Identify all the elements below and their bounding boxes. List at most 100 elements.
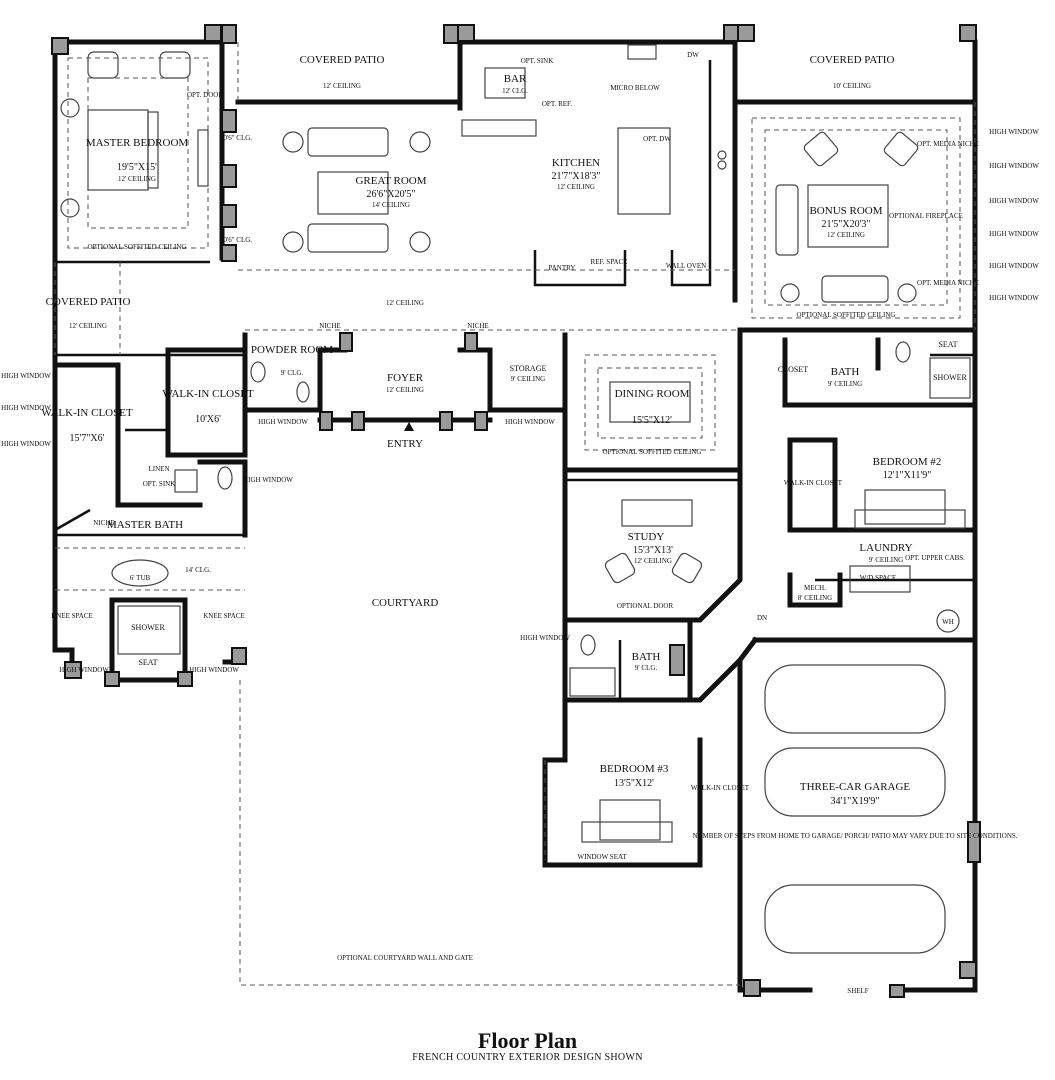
clg-1006-a: 10'6" CLG. [220, 134, 252, 142]
garage-dims: 34'1"X19'9" [831, 796, 880, 807]
storage-ceiling: 9' CEILING [511, 375, 546, 383]
opt-sink-master-bath: OPT. SINK [143, 480, 176, 488]
kitchen-dims: 21'7"X18'3" [552, 171, 601, 182]
shower-right-name: SHOWER [933, 373, 967, 382]
master-bedroom-name: MASTER BEDROOM [86, 137, 189, 149]
niche-master-bath: NICHE [93, 519, 114, 527]
plan-subtitle: FRENCH COUNTRY EXTERIOR DESIGN SHOWN [412, 1052, 643, 1063]
courtyard-wall-note: OPTIONAL COURTYARD WALL AND GATE [337, 954, 473, 962]
walkin-closet-b3-name: WALK-IN CLOSET [691, 784, 750, 792]
bonus-room-dims: 21'5"X20'3" [822, 219, 871, 230]
seat-name: SEAT [138, 658, 157, 667]
linen-note: LINEN [149, 465, 170, 473]
plan-title: Floor Plan [477, 1028, 578, 1053]
bonus-room-ceiling: 12' CEILING [827, 231, 865, 239]
high-window-powder: HIGH WINDOW [258, 418, 308, 426]
laundry-ceiling: 9' CEILING [869, 556, 904, 564]
opt-ref-note: OPT. REF. [542, 100, 572, 108]
mech-name: MECH. [804, 584, 826, 592]
opt-media-niche-bottom: OPT. MEDIA NICHE [917, 279, 979, 287]
garage-shelf: SHELF [847, 987, 869, 995]
garage-dn: DN [757, 614, 767, 622]
bonus-room-soffit: OPTIONAL SOFFITED CEILING [797, 311, 896, 319]
opt-door-note: OPT. DOOR [187, 91, 223, 99]
covered-patio-top-name: COVERED PATIO [300, 54, 385, 66]
garage-wh: WH [942, 618, 954, 626]
clg-1006-b: 10'6" CLG. [220, 236, 252, 244]
study-name: STUDY [628, 531, 665, 543]
optional-fireplace-note: OPTIONAL FIREPLACE [889, 212, 963, 220]
niche-left: NICHE [319, 322, 340, 330]
piers [51, 24, 981, 998]
master-bath-ceiling: 14' CLG. [185, 566, 211, 574]
fixtures [60, 44, 971, 954]
high-window-left-3: HIGH WINDOW [1, 440, 51, 448]
high-window-right-1: HIGH WINDOW [989, 128, 1039, 136]
high-window-left-1: HIGH WINDOW [1, 372, 51, 380]
master-bedroom-ceiling: 12' CEILING [118, 175, 156, 183]
ref-space-note: REF. SPACE [591, 258, 628, 266]
high-window-left-2: HIGH WINDOW [1, 404, 51, 412]
cars [764, 664, 946, 954]
dashed-lines [54, 42, 976, 986]
entry-label: ENTRY [387, 438, 423, 450]
bar-name: BAR [504, 73, 527, 85]
bath-center-name: BATH [632, 651, 661, 663]
high-window-bath: HIGH WINDOW [520, 634, 570, 642]
great-room-ceiling: 14' CEILING [372, 201, 410, 209]
study-dims: 15'3"X13' [633, 545, 673, 556]
great-room-dims: 26'6"X20'5" [367, 189, 416, 200]
walkin-closet-center-name: WALK-IN CLOSET [162, 388, 254, 400]
bedroom3-dims: 13'5"X12' [614, 778, 654, 789]
opt-dw-note: OPT. DW [643, 135, 671, 143]
room-labels: COVERED PATIO 12' CEILING COVERED PATIO … [1, 51, 1039, 995]
closet-right-name: CLOSET [778, 365, 808, 374]
dw-note: DW [687, 51, 699, 59]
bath-right-ceiling: 9' CEILING [828, 380, 863, 388]
micro-below-note: MICRO BELOW [610, 84, 660, 92]
bedroom2-dims: 12'1"X11'9" [883, 470, 932, 481]
covered-patio-right-name: COVERED PATIO [810, 54, 895, 66]
niche-right: NICHE [467, 322, 488, 330]
bar-ceiling: 12' CLG. [502, 87, 528, 95]
shower-name: SHOWER [131, 623, 165, 632]
wall-oven-note: WALL OVEN [666, 262, 706, 270]
garage-name: THREE-CAR GARAGE [800, 781, 911, 793]
knee-space-right: KNEE SPACE [203, 612, 245, 620]
foyer-ceiling: 12' CEILING [386, 386, 424, 394]
high-window-right-4: HIGH WINDOW [989, 230, 1039, 238]
bedroom3-window-seat: WINDOW SEAT [577, 853, 627, 861]
covered-patio-left-name: COVERED PATIO [46, 296, 131, 308]
walkin-closet-center-dims: 10'X6' [195, 414, 221, 425]
dining-room-soffit: OPTIONAL SOFFITED CEILING [603, 448, 702, 456]
covered-patio-top-ceiling: 12' CEILING [323, 82, 361, 90]
high-window-right-3: HIGH WINDOW [989, 197, 1039, 205]
master-bedroom-dims: 19'5"X15' [117, 162, 157, 173]
walkin-closet-left-name: WALK-IN CLOSET [41, 407, 133, 419]
study-ceiling: 12' CEILING [634, 557, 672, 565]
high-window-bottom-left: HIGH WINDOW [59, 666, 109, 674]
great-room-name: GREAT ROOM [355, 175, 426, 187]
knee-space-left: KNEE SPACE [51, 612, 93, 620]
foyer-name: FOYER [387, 372, 424, 384]
seat-right-name: SEAT [938, 340, 957, 349]
dining-room-dims: 15'5"X12' [632, 415, 672, 426]
opt-media-niche-top: OPT. MEDIA NICHE [917, 140, 979, 148]
dining-room-name: DINING ROOM [615, 388, 690, 400]
high-window-master-bath: HIGH WINDOW [243, 476, 293, 484]
walkin-closet-left-dims: 15'7"X6' [70, 433, 105, 444]
corridor-ceiling: 12' CEILING [386, 299, 424, 307]
walkin-closet-b2-name: WALK-IN CLOSET [784, 479, 843, 487]
high-window-right-2: HIGH WINDOW [989, 162, 1039, 170]
bonus-room-name: BONUS ROOM [809, 205, 882, 217]
master-bath-tub: 6' TUB [130, 574, 151, 582]
bath-right-name: BATH [831, 366, 860, 378]
bath-center-ceiling: 9' CLG. [635, 664, 658, 672]
high-window-right-5: HIGH WINDOW [989, 262, 1039, 270]
opt-sink-note: OPT. SINK [521, 57, 554, 65]
powder-room-name: POWDER ROOM [251, 344, 333, 356]
covered-patio-right-ceiling: 10' CEILING [833, 82, 871, 90]
study-door: OPTIONAL DOOR [617, 602, 674, 610]
storage-name: STORAGE [510, 364, 547, 373]
